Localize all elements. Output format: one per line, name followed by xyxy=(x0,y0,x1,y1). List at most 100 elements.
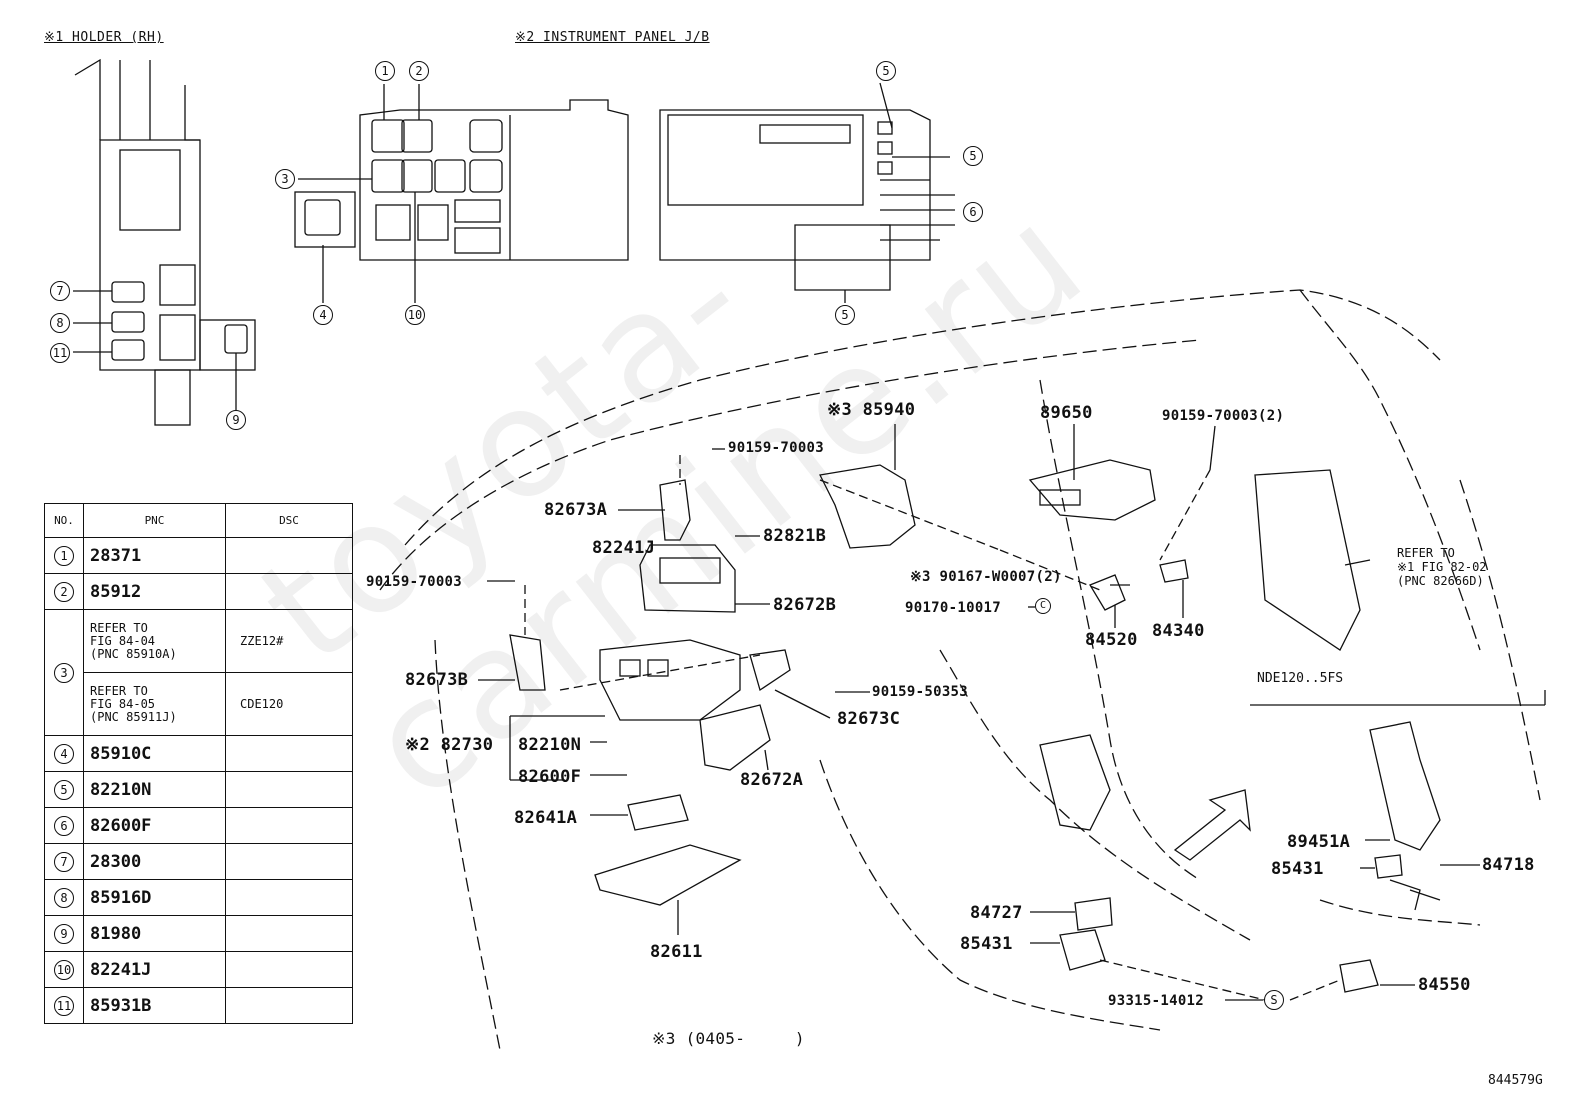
part-label-84340[interactable]: 84340 xyxy=(1152,621,1205,641)
row-dsc xyxy=(225,807,353,844)
row-pnc[interactable]: 28371 xyxy=(83,537,226,574)
table-row[interactable]: 9 81980 xyxy=(44,915,353,952)
row-pnc-reference[interactable]: REFER TO FIG 84-04 (PNC 85910A) xyxy=(90,620,177,661)
row-dsc xyxy=(225,987,353,1024)
row-pnc[interactable]: 82241J xyxy=(83,951,226,988)
row-pnc[interactable]: 82600F xyxy=(83,807,226,844)
part-label-89650[interactable]: 89650 xyxy=(1040,403,1093,423)
table-row[interactable]: 4 85910C xyxy=(44,735,353,772)
row-number: 11 xyxy=(54,996,74,1016)
part-label-85431-nde[interactable]: 85431 xyxy=(1271,859,1324,879)
row-pnc[interactable]: 85931B xyxy=(83,987,226,1024)
part-label-85940[interactable]: ※3 85940 xyxy=(827,400,916,420)
row-pnc[interactable]: 85916D xyxy=(83,879,226,916)
table-row[interactable]: 11 85931B xyxy=(44,987,353,1024)
row-dsc xyxy=(225,537,353,574)
row-number: 4 xyxy=(54,744,74,764)
row-pnc[interactable]: 81980 xyxy=(83,915,226,952)
part-label-85431[interactable]: 85431 xyxy=(960,934,1013,954)
table-row[interactable]: 1 28371 xyxy=(44,537,353,574)
callout-1[interactable]: 1 xyxy=(375,61,395,81)
callout-3[interactable]: 3 xyxy=(275,169,295,189)
table-row[interactable]: 5 82210N xyxy=(44,771,353,808)
row-number: 7 xyxy=(54,852,74,872)
part-label-82672A[interactable]: 82672A xyxy=(740,770,804,790)
part-label-82821B[interactable]: 82821B xyxy=(763,526,827,546)
callout-8[interactable]: 8 xyxy=(50,313,70,333)
circle-c-marker: C xyxy=(1035,598,1051,614)
junction-block-left-drawing xyxy=(294,84,629,303)
part-label-90159-70003-top[interactable]: 90159-70003 xyxy=(728,440,825,456)
row-pnc[interactable]: 82210N xyxy=(83,771,226,808)
callout-10[interactable]: 10 xyxy=(405,305,425,325)
callout-5-bottom[interactable]: 5 xyxy=(835,305,855,325)
callout-9[interactable]: 9 xyxy=(226,410,246,430)
circle-s-marker: S xyxy=(1264,990,1284,1010)
figure-id: 844579G xyxy=(1488,1073,1543,1088)
junction-block-right-drawing xyxy=(659,82,955,303)
row-number: 1 xyxy=(54,546,74,566)
part-label-82673A[interactable]: 82673A xyxy=(544,500,608,520)
table-header-no: NO. xyxy=(44,503,84,538)
holder-title: ※1 HOLDER (RH) xyxy=(44,30,164,45)
row-dsc xyxy=(225,735,353,772)
table-row[interactable]: 3 REFER TO FIG 84-04 (PNC 85910A) ZZE12# xyxy=(44,609,353,736)
row-pnc[interactable]: 85910C xyxy=(83,735,226,772)
part-label-84727[interactable]: 84727 xyxy=(970,903,1023,923)
part-label-89451A[interactable]: 89451A xyxy=(1287,832,1351,852)
part-label-90159-50353[interactable]: 90159-50353 xyxy=(872,684,969,700)
callout-2[interactable]: 2 xyxy=(409,61,429,81)
part-label-90170-10017[interactable]: 90170-10017 xyxy=(905,600,1002,616)
part-label-82241J[interactable]: 82241J xyxy=(592,538,656,558)
callout-7[interactable]: 7 xyxy=(50,281,70,301)
dashboard-outline xyxy=(379,289,1541,1051)
callout-6[interactable]: 6 xyxy=(963,202,983,222)
part-label-84550[interactable]: 84550 xyxy=(1418,975,1471,995)
holder-rh-drawing xyxy=(73,58,256,426)
part-label-82210N[interactable]: 82210N xyxy=(518,735,582,755)
part-label-82673C[interactable]: 82673C xyxy=(837,709,901,729)
row-dsc xyxy=(225,951,353,988)
part-label-82672B[interactable]: 82672B xyxy=(773,595,837,615)
table-row[interactable]: 8 85916D xyxy=(44,879,353,916)
table-row[interactable]: 7 28300 xyxy=(44,843,353,880)
part-label-90159-70003-left[interactable]: 90159-70003 xyxy=(366,574,463,590)
part-label-93315-14012[interactable]: 93315-14012 xyxy=(1108,993,1205,1009)
part-label-90159-70003-2[interactable]: 90159-70003(2) xyxy=(1162,408,1285,424)
row-pnc[interactable]: 28300 xyxy=(83,843,226,880)
table-row[interactable]: 10 82241J xyxy=(44,951,353,988)
part-label-90167-W0007[interactable]: ※3 90167-W0007(2) xyxy=(910,569,1062,585)
part-label-82730[interactable]: ※2 82730 xyxy=(405,735,494,755)
row-dsc xyxy=(225,771,353,808)
callout-4[interactable]: 4 xyxy=(313,305,333,325)
row-dsc xyxy=(225,573,353,610)
table-row[interactable]: 6 82600F xyxy=(44,807,353,844)
table-row[interactable]: REFER TO FIG 84-05 (PNC 85911J) CDE120 xyxy=(45,672,353,736)
row-number: 8 xyxy=(54,888,74,908)
nde120-5fs-label: NDE120..5FS xyxy=(1257,671,1344,686)
part-label-84520[interactable]: 84520 xyxy=(1085,630,1138,650)
part-label-82673B[interactable]: 82673B xyxy=(405,670,469,690)
fuse-assembly-drawing xyxy=(509,459,1441,993)
table-header-dsc: DSC xyxy=(225,503,353,538)
row-dsc xyxy=(225,879,353,916)
row-dsc: CDE120 xyxy=(225,672,353,736)
part-label-82611[interactable]: 82611 xyxy=(650,942,703,962)
leader-lines xyxy=(478,424,1546,1001)
row-number: 6 xyxy=(54,816,74,836)
callout-5-right[interactable]: 5 xyxy=(963,146,983,166)
row-pnc-reference[interactable]: REFER TO FIG 84-05 (PNC 85911J) xyxy=(90,683,177,724)
table-header-pnc: PNC xyxy=(83,503,226,538)
row-dsc xyxy=(225,915,353,952)
callout-5-top[interactable]: 5 xyxy=(876,61,896,81)
part-label-84718[interactable]: 84718 xyxy=(1482,855,1535,875)
part-label-82641A[interactable]: 82641A xyxy=(514,808,578,828)
row-number: 2 xyxy=(54,582,74,602)
alignment-lines xyxy=(524,455,1341,1001)
part-label-82600F[interactable]: 82600F xyxy=(518,767,582,787)
table-row[interactable]: 2 85912 xyxy=(44,573,353,610)
refer-fig-82-02-note: REFER TO ※1 FIG 82-02 (PNC 82666D) xyxy=(1397,546,1487,588)
row-number: 9 xyxy=(54,924,74,944)
callout-11[interactable]: 11 xyxy=(50,343,70,363)
row-pnc[interactable]: 85912 xyxy=(83,573,226,610)
